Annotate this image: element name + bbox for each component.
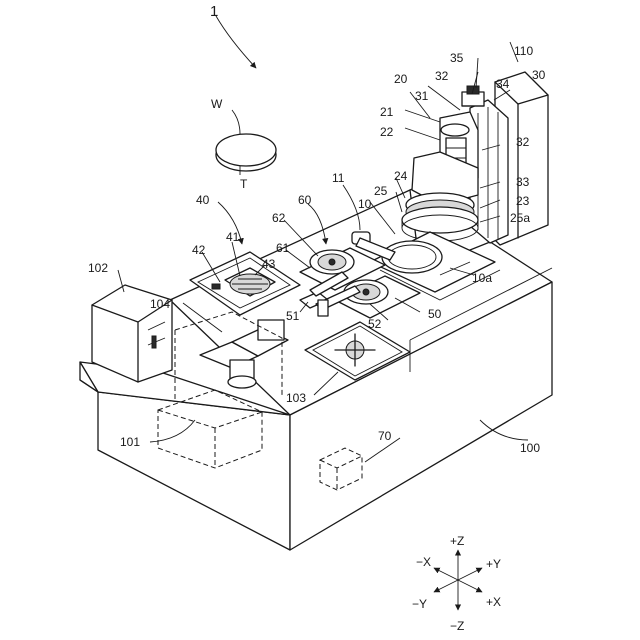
label-apparatus: 1	[210, 3, 218, 20]
label-wafer: W	[211, 97, 223, 111]
label-60: 60	[298, 193, 312, 207]
label-10a: 10a	[472, 271, 492, 285]
label-43: 43	[262, 257, 276, 271]
label-21: 21	[380, 105, 394, 119]
label-32b: 32	[516, 135, 530, 149]
axis-px: +X	[486, 595, 501, 609]
label-61: 61	[276, 241, 290, 255]
label-51: 51	[286, 309, 300, 323]
axis-pz: +Z	[450, 534, 464, 548]
wafer	[216, 134, 276, 171]
axis-mx: −X	[416, 555, 431, 569]
axis-py: +Y	[486, 557, 501, 571]
coordinate-axes	[434, 550, 482, 610]
label-104: 104	[150, 297, 170, 311]
label-34: 34	[496, 77, 510, 91]
label-33: 33	[516, 175, 530, 189]
label-23: 23	[516, 194, 530, 208]
label-42: 42	[192, 243, 206, 257]
label-tape: T	[240, 177, 248, 191]
label-25: 25	[374, 184, 388, 198]
label-52: 52	[368, 317, 382, 331]
label-22: 22	[380, 125, 394, 139]
label-31: 31	[415, 89, 429, 103]
label-20: 20	[394, 72, 408, 86]
label-100: 100	[520, 441, 540, 455]
label-102: 102	[88, 261, 108, 275]
label-41: 41	[226, 230, 240, 244]
axis-my: −Y	[412, 597, 427, 611]
label-35: 35	[450, 51, 464, 65]
label-70: 70	[378, 429, 392, 443]
label-25a: 25a	[510, 211, 530, 225]
label-110: 110	[514, 44, 533, 58]
label-62: 62	[272, 211, 286, 225]
label-10: 10	[358, 197, 372, 211]
label-40: 40	[196, 193, 210, 207]
label-50: 50	[428, 307, 442, 321]
label-30: 30	[532, 68, 546, 82]
label-103: 103	[286, 391, 306, 405]
label-24: 24	[394, 169, 408, 183]
label-32a: 32	[435, 69, 449, 83]
axis-mz: −Z	[450, 619, 464, 633]
label-101: 101	[120, 435, 140, 449]
label-11: 11	[332, 171, 345, 185]
